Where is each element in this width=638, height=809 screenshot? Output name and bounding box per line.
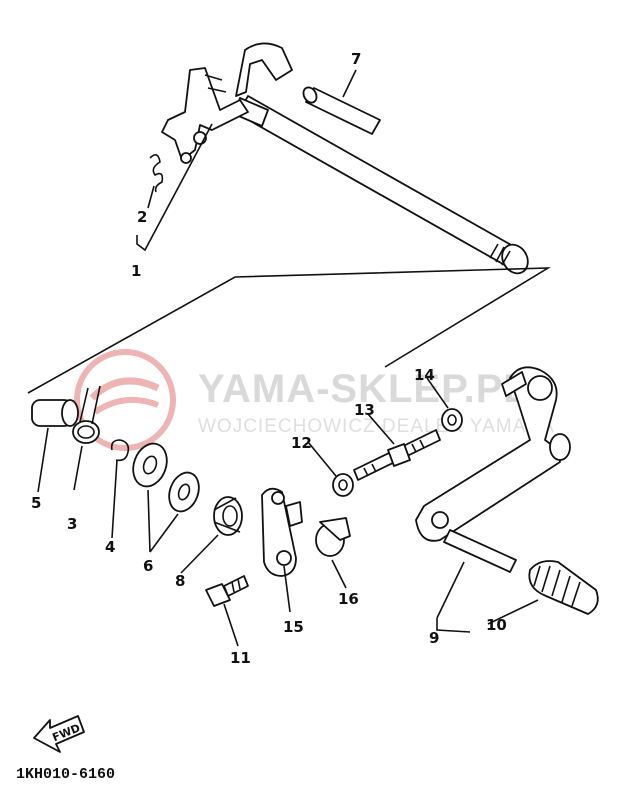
circlip-part-4 bbox=[110, 439, 130, 462]
callout-7: 7 bbox=[351, 50, 361, 68]
callout-labels: 1 2 3 4 5 6 7 8 9 10 11 12 13 14 15 16 bbox=[31, 50, 507, 667]
watermark-title: YAMA-SKLEP.PL bbox=[198, 367, 529, 411]
bolt-part-11 bbox=[205, 575, 249, 607]
callout-10: 10 bbox=[486, 616, 507, 634]
watermark-subtitle: WOJCIECHOWICZ DEALER YAMAHA bbox=[198, 416, 555, 437]
callout-11: 11 bbox=[230, 649, 251, 667]
diagram-code: 1KH010-6160 bbox=[16, 766, 115, 783]
callout-3: 3 bbox=[67, 515, 77, 533]
callout-13: 13 bbox=[354, 401, 375, 419]
callout-16: 16 bbox=[338, 590, 359, 608]
washer-part-6 bbox=[132, 442, 200, 513]
spring-part-3 bbox=[72, 385, 101, 444]
callout-6: 6 bbox=[143, 557, 153, 575]
callout-4: 4 bbox=[105, 538, 115, 556]
watermark-logo bbox=[74, 349, 176, 451]
shift-shaft-assembly bbox=[161, 42, 529, 275]
rubber-part-10 bbox=[528, 560, 599, 615]
nut-part-14 bbox=[441, 408, 463, 432]
callout-8: 8 bbox=[175, 572, 185, 590]
pin-part-7 bbox=[302, 86, 381, 135]
shift-pedal-part-9 bbox=[415, 366, 571, 573]
collar-part-5 bbox=[31, 399, 79, 427]
leader-lines bbox=[37, 69, 539, 647]
fwd-arrow: FWD bbox=[33, 715, 85, 753]
callout-2: 2 bbox=[137, 208, 147, 226]
callout-15: 15 bbox=[283, 618, 304, 636]
callout-14: 14 bbox=[414, 366, 435, 384]
lever-part-15 bbox=[261, 487, 303, 577]
callout-12: 12 bbox=[291, 434, 312, 452]
callout-9: 9 bbox=[429, 629, 439, 647]
watermark: YAMA-SKLEP.PL WOJCIECHOWICZ DEALER YAMAH… bbox=[74, 349, 555, 451]
group-bracket bbox=[27, 267, 552, 394]
callout-5: 5 bbox=[31, 494, 41, 512]
rod-part-13 bbox=[353, 429, 441, 481]
bearing-part-8 bbox=[213, 496, 243, 536]
cap-part-16 bbox=[315, 517, 351, 557]
nut-part-12 bbox=[332, 473, 354, 497]
spring-part-2 bbox=[149, 154, 164, 193]
callout-1: 1 bbox=[131, 262, 141, 280]
